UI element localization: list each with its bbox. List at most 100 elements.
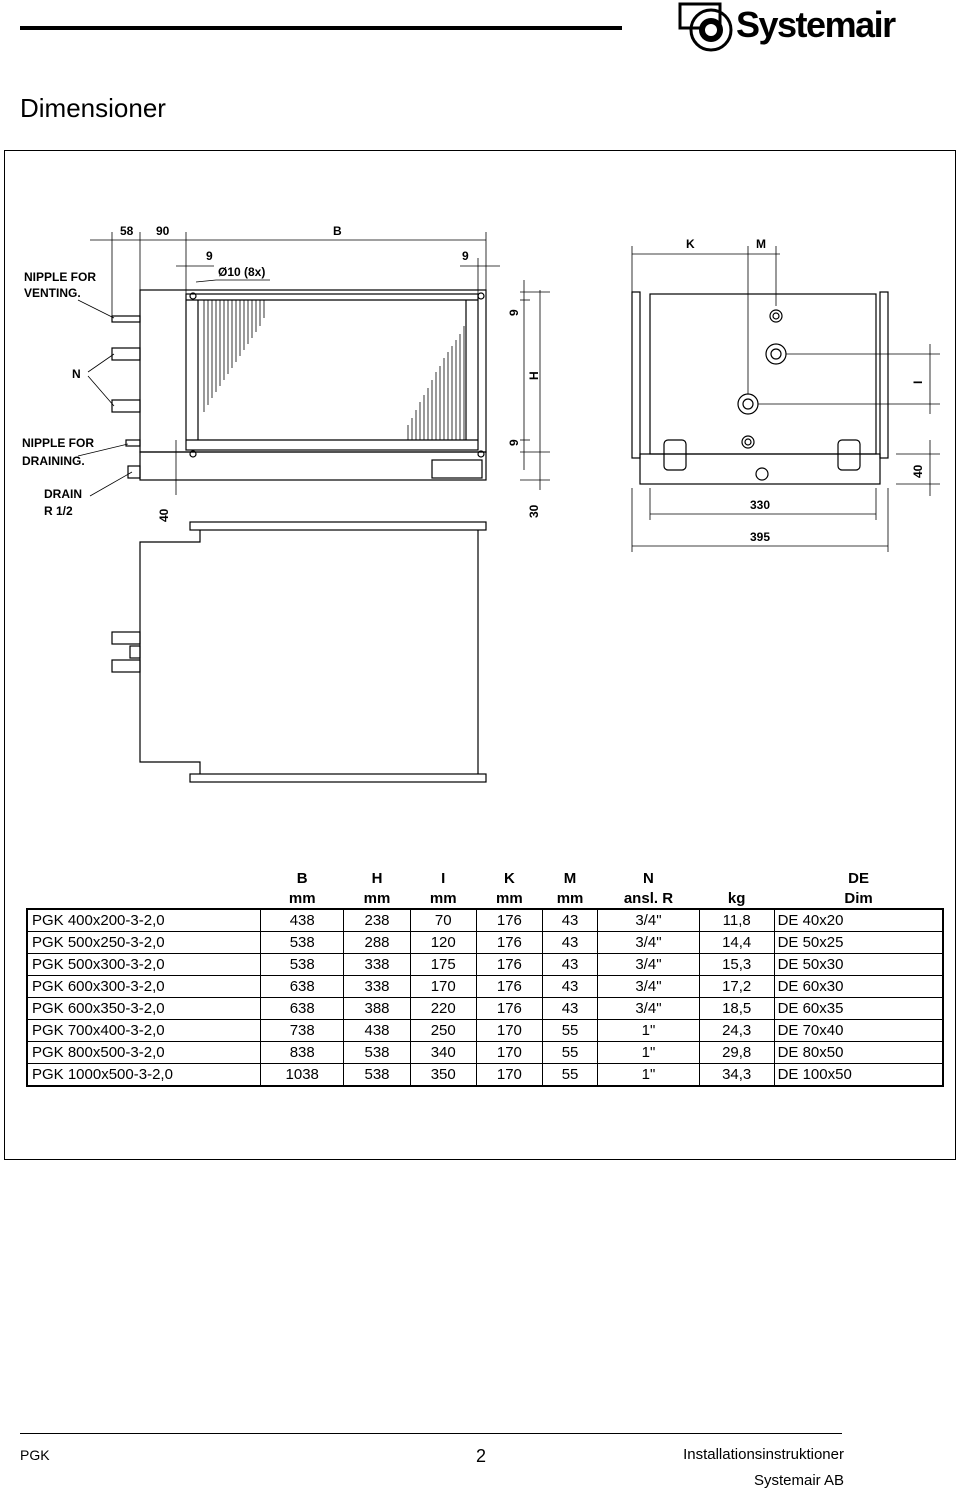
- value-cell: DE 100x50: [773, 1063, 944, 1087]
- value-cell: 250: [409, 1019, 477, 1042]
- value-cell: 29,8: [698, 1041, 775, 1064]
- value-cell: DE 50x30: [773, 953, 944, 976]
- value-cell: 538: [259, 931, 345, 954]
- value-cell: 15,3: [698, 953, 775, 976]
- value-cell: DE 40x20: [773, 908, 944, 932]
- page-title: Dimensioner: [20, 93, 166, 123]
- dim-i: I: [911, 381, 925, 384]
- dim-40-right: 40: [911, 464, 925, 478]
- value-cell: 176: [475, 931, 543, 954]
- label-nipple-venting-2: VENTING.: [24, 286, 81, 300]
- page-number: 2: [476, 1446, 487, 1466]
- value-cell: 338: [343, 953, 411, 976]
- value-cell: 538: [343, 1063, 411, 1087]
- dim-58: 58: [120, 224, 134, 238]
- dim-9-top: 9: [507, 309, 521, 316]
- label-nipple-draining: NIPPLE FOR: [22, 436, 94, 450]
- model-cell: PGK 500x300-3-2,0: [26, 953, 261, 976]
- footer-rule: [20, 1433, 842, 1434]
- table-unit-row: mm mm mm mm mm ansl. R kg Dim: [27, 888, 943, 909]
- dim-9-right: 9: [462, 249, 469, 263]
- value-cell: 43: [541, 931, 599, 954]
- footer-product: PGK: [20, 1447, 50, 1463]
- value-cell: 55: [541, 1019, 599, 1042]
- value-cell: DE 60x30: [773, 975, 944, 998]
- value-cell: 43: [541, 975, 599, 998]
- col-n: N: [643, 869, 654, 887]
- value-cell: 175: [409, 953, 477, 976]
- value-cell: 3/4": [597, 975, 700, 998]
- value-cell: 34,3: [698, 1063, 775, 1087]
- value-cell: 340: [409, 1041, 477, 1064]
- value-cell: 538: [343, 1041, 411, 1064]
- value-cell: 11,8: [698, 908, 775, 932]
- model-cell: PGK 400x200-3-2,0: [26, 908, 261, 932]
- dim-40: 40: [157, 508, 171, 522]
- dim-k: K: [686, 237, 695, 251]
- value-cell: 55: [541, 1063, 599, 1087]
- header-rule: [20, 26, 622, 30]
- col-kg: kg: [727, 889, 746, 907]
- value-cell: 438: [343, 1019, 411, 1042]
- value-cell: 638: [259, 975, 345, 998]
- value-cell: 238: [343, 908, 411, 932]
- value-cell: 55: [541, 1041, 599, 1064]
- value-cell: 170: [475, 1041, 543, 1064]
- model-cell: PGK 600x300-3-2,0: [26, 975, 261, 998]
- col-k: K: [503, 869, 515, 887]
- dim-b: B: [333, 224, 342, 238]
- value-cell: DE 50x25: [773, 931, 944, 954]
- coil-fins: [203, 300, 465, 440]
- label-nipple-venting: NIPPLE FOR: [24, 270, 96, 284]
- model-cell: PGK 500x250-3-2,0: [26, 931, 261, 954]
- value-cell: DE 60x35: [773, 997, 944, 1020]
- col-h: H: [371, 869, 383, 887]
- dim-9-left: 9: [206, 249, 213, 263]
- systemair-logo-mark-icon: [678, 2, 733, 52]
- value-cell: 70: [409, 908, 477, 932]
- value-cell: 388: [343, 997, 411, 1020]
- dimension-table: B H I K M N DE mm mm mm mm mm ansl. R kg…: [26, 868, 944, 1087]
- front-view-frame: [139, 289, 487, 453]
- svg-text:NIPPLE FOR: NIPPLE FOR: [24, 270, 96, 284]
- value-cell: 176: [475, 953, 543, 976]
- model-cell: PGK 600x350-3-2,0: [26, 997, 261, 1020]
- col-i: I: [441, 869, 446, 887]
- label-drain-size: R 1/2: [44, 504, 73, 518]
- col-m: M: [563, 869, 577, 887]
- footer-doc-type: Installationsinstruktioner: [683, 1446, 844, 1463]
- dim-hole: Ø10 (8x): [218, 265, 265, 279]
- value-cell: 220: [409, 997, 477, 1020]
- value-cell: 738: [259, 1019, 345, 1042]
- value-cell: 176: [475, 997, 543, 1020]
- technical-drawing: NIPPLE FOR VENTING. N NIPPLE FOR DRAININ…: [22, 224, 940, 783]
- table-header-row: B H I K M N DE: [27, 868, 943, 888]
- value-cell: DE 80x50: [773, 1041, 944, 1064]
- value-cell: 14,4: [698, 931, 775, 954]
- value-cell: 24,3: [698, 1019, 775, 1042]
- dim-90: 90: [156, 224, 170, 238]
- dim-h: H: [527, 371, 541, 380]
- top-view: [111, 521, 487, 783]
- value-cell: 1": [597, 1019, 700, 1042]
- label-nipple-draining-2: DRAINING.: [22, 454, 85, 468]
- value-cell: 3/4": [597, 953, 700, 976]
- dim-30: 30: [527, 504, 541, 518]
- dim-330: 330: [750, 498, 770, 512]
- value-cell: 1038: [259, 1063, 345, 1087]
- dim-9-bottom: 9: [507, 439, 521, 446]
- model-cell: PGK 800x500-3-2,0: [26, 1041, 261, 1064]
- value-cell: 176: [475, 975, 543, 998]
- value-cell: 338: [343, 975, 411, 998]
- value-cell: 17,2: [698, 975, 775, 998]
- col-de: DE: [848, 869, 869, 887]
- dim-m: M: [756, 237, 766, 251]
